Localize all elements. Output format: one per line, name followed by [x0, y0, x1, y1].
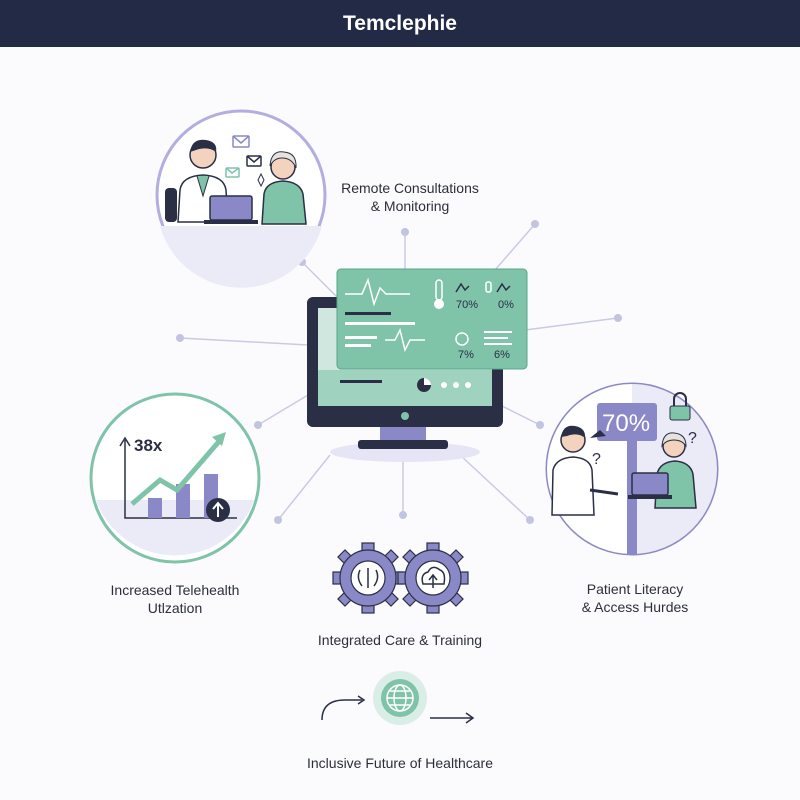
svg-text:?: ?: [688, 430, 697, 447]
dashboard-stat-d: 6%: [494, 349, 510, 361]
literacy-line2: & Access Hurdes: [581, 599, 689, 615]
utilization-line1: Increased Telehealth: [110, 582, 240, 598]
diagram-canvas: 70% 0% 7% 6% 38x: [89, 109, 719, 725]
svg-text:?: ?: [592, 451, 601, 468]
remote-consult-line2: & Monitoring: [370, 198, 450, 214]
remote-consult-node: [155, 109, 327, 288]
literacy-label: Patient Literacy & Access Hurdes: [540, 580, 730, 616]
future-globe: [321, 671, 475, 725]
remote-consult-line1: Remote Consultations: [341, 180, 479, 196]
future-label: Inclusive Future of Healthcare: [307, 755, 493, 771]
title-bar: Temclephie: [0, 0, 800, 47]
literacy-stat: 70%: [602, 410, 650, 437]
patient-icon: [261, 151, 307, 225]
utilization-stat: 38x: [134, 436, 163, 455]
integrated-care-gears: [332, 542, 469, 614]
upload-arrow-icon: [206, 498, 230, 522]
arrow-right-icon: [321, 699, 362, 721]
sparkle-icon: [257, 172, 265, 188]
lock-icon: [669, 392, 691, 421]
page-title: Temclephie: [343, 11, 457, 35]
doctor-icon: [551, 425, 619, 516]
dashboard-stat-c: 7%: [458, 349, 474, 361]
cloud-gear-icon: [397, 542, 469, 614]
dashboard-stat-b: 0%: [498, 299, 514, 311]
literacy-line1: Patient Literacy: [586, 581, 684, 597]
question-icon: ? ?: [592, 430, 697, 468]
mail-icon: [225, 135, 262, 178]
integrated-care-label: Integrated Care & Training: [317, 632, 483, 648]
literacy-node: 70% ? ?: [545, 382, 719, 556]
chart-icon: [119, 432, 237, 519]
dashboard-stat-a: 70%: [456, 299, 478, 311]
remote-consult-label: Remote Consultations & Monitoring: [320, 179, 500, 215]
brain-gear-icon: [332, 542, 404, 614]
dashboard-panel: 70% 0% 7% 6%: [336, 268, 528, 370]
utilization-line2: Utlzation: [147, 600, 203, 616]
laptop-icon: [628, 472, 672, 499]
thermometer-icon: [434, 279, 444, 309]
utilization-node: 38x: [89, 392, 261, 564]
laptop-icon: [204, 195, 258, 224]
connector-lines: [179, 223, 619, 521]
utilization-label: Increased Telehealth Utlzation: [75, 581, 275, 617]
